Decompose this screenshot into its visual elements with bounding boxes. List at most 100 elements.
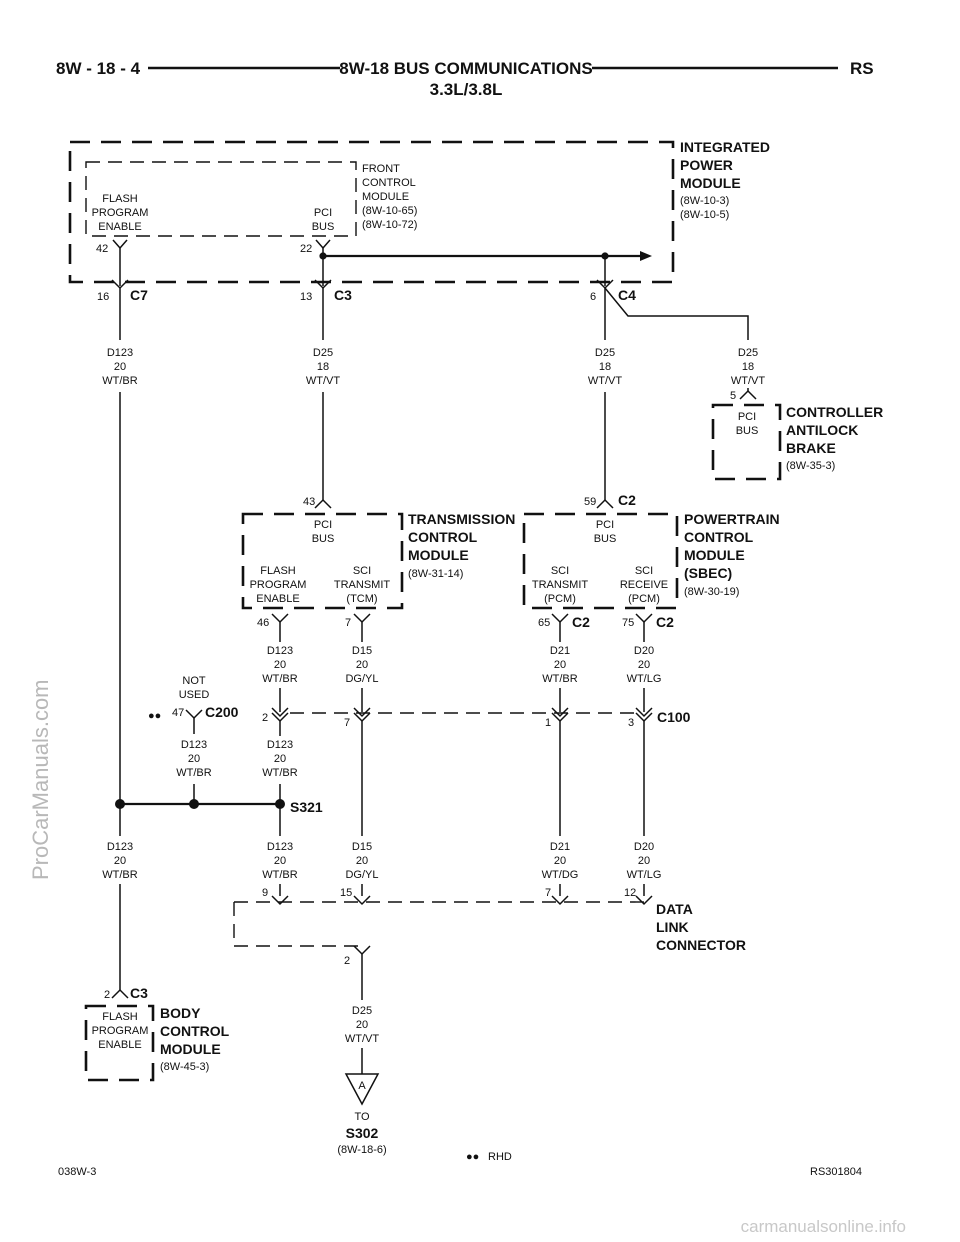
- dlc-pin-15: 15: [340, 887, 352, 899]
- pcm-outline: [522, 512, 679, 610]
- wire-label-gauge: 20: [356, 855, 368, 867]
- dlc-name-2: LINK: [656, 919, 689, 935]
- cab-name-3: BRAKE: [786, 440, 836, 456]
- pcm-name-3: MODULE: [684, 547, 745, 563]
- pcm-sci-t-3: (PCM): [544, 593, 576, 605]
- pcm-name-4: (SBEC): [684, 565, 732, 581]
- pcm-ref: (8W-30-19): [684, 586, 739, 598]
- dlc-pin-12: 12: [624, 887, 636, 899]
- cab-terminal: [739, 389, 757, 400]
- tcm-name-1: TRANSMISSION: [408, 511, 515, 527]
- fcm-name-1: FRONT: [362, 163, 400, 175]
- wire-label-color: WT/BR: [262, 673, 297, 685]
- cab-pin: 5: [730, 390, 736, 402]
- fcm-flash-3: ENABLE: [98, 221, 141, 233]
- ipm-splice-c3: [319, 252, 327, 260]
- c200-terminal: [185, 709, 203, 720]
- dlc-name-3: CONNECTOR: [656, 937, 746, 953]
- footer-figure-id: 038W-3: [58, 1166, 96, 1178]
- wire-label-gauge: 20: [554, 659, 566, 671]
- fcm-flash-2: PROGRAM: [92, 207, 149, 219]
- bcm-name-3: MODULE: [160, 1041, 221, 1057]
- wire-label-d123: D123: [267, 841, 293, 853]
- c100-pin-3: 3: [628, 717, 634, 729]
- wire-label-color: WT/BR: [176, 767, 211, 779]
- dlc-outline: [233, 902, 362, 947]
- tcm-sci-1: SCI: [353, 565, 371, 577]
- wire-label-color: WT/LG: [627, 869, 662, 881]
- c100-pin-1: 1: [545, 717, 551, 729]
- c3-connector-label: C3: [334, 287, 352, 303]
- fcm-pin-42-terminal: [112, 239, 128, 250]
- dlc-pin-12-terminal: [635, 895, 653, 906]
- wire-label-color: WT/DG: [542, 869, 579, 881]
- bottom-watermark: carmanualsonline.info: [741, 1217, 906, 1236]
- wire-label-color: WT/VT: [731, 375, 765, 387]
- wire-label-gauge: 18: [742, 361, 754, 373]
- wire-label-gauge: 20: [114, 361, 126, 373]
- pcm-c2-top: C2: [618, 492, 636, 508]
- pcm-sci-r-1: SCI: [635, 565, 653, 577]
- tcm-sci-2: TRANSMIT: [334, 579, 391, 591]
- fcm-ref-2: (8W-10-72): [362, 219, 417, 231]
- splice-dot: [189, 799, 199, 809]
- bcm-pin: 2: [104, 989, 110, 1001]
- tcm-pci-terminal: [314, 498, 332, 509]
- ipm-name-2: POWER: [680, 157, 733, 173]
- wire-label-color: WT/BR: [102, 869, 137, 881]
- pcm-pin-75-terminal: [635, 613, 653, 624]
- fcm-name-2: CONTROL: [362, 177, 416, 189]
- c200-connector-label: C200: [205, 704, 239, 720]
- wire-label-d25: D25: [738, 347, 758, 359]
- dlc-name-1: DATA: [656, 901, 693, 917]
- tcm-sci-3: (TCM): [346, 593, 377, 605]
- tcm-pci-2: BUS: [312, 533, 335, 545]
- wire-label-gauge: 18: [317, 361, 329, 373]
- fcm-pci-1: PCI: [314, 207, 332, 219]
- tcm-pin-46: 46: [257, 617, 269, 629]
- c200-pin-47: 47: [172, 707, 184, 719]
- cab-outline: [711, 403, 782, 481]
- bcm-name-1: BODY: [160, 1005, 201, 1021]
- bcm-ref: (8W-45-3): [160, 1061, 209, 1073]
- wire-label-d123: D123: [267, 645, 293, 657]
- c4-connector-label: C4: [618, 287, 636, 303]
- pcm-name-1: POWERTRAIN: [684, 511, 780, 527]
- tcm-pin-43: 43: [303, 496, 315, 508]
- offpage-ref: (8W-18-6): [337, 1144, 386, 1156]
- bcm-outline: [84, 1004, 155, 1082]
- tcm-name-3: MODULE: [408, 547, 469, 563]
- dlc-pin-2: 2: [344, 955, 350, 967]
- wire-label-d123: D123: [181, 739, 207, 751]
- offpage-marker: A: [358, 1080, 366, 1092]
- wire-label-gauge: 20: [554, 855, 566, 867]
- wire-label-gauge: 20: [638, 855, 650, 867]
- pcm-pci-terminal: [596, 498, 614, 509]
- tcm-pci-1: PCI: [314, 519, 332, 531]
- cab-pci-1: PCI: [738, 411, 756, 423]
- offpage-connector-icon: [344, 1073, 380, 1106]
- footer-reference: RS301804: [810, 1166, 862, 1178]
- wire-label-d123: D123: [107, 841, 133, 853]
- tcm-name-2: CONTROL: [408, 529, 478, 545]
- wire-label-gauge: 18: [599, 361, 611, 373]
- fcm-outline: [85, 161, 357, 237]
- bcm-c3-label: C3: [130, 985, 148, 1001]
- wire-label-color: WT/LG: [627, 673, 662, 685]
- pcm-sci-r-2: RECEIVE: [620, 579, 668, 591]
- c3-pin: 13: [300, 291, 312, 303]
- c100-pin-7: 7: [344, 717, 350, 729]
- wire-label-gauge: 20: [274, 753, 286, 765]
- tcm-flash-1: FLASH: [260, 565, 296, 577]
- legend-rhd-dots: ●●: [466, 1151, 479, 1163]
- wire-label-d21: D21: [550, 841, 570, 853]
- offpage-destination: S302: [346, 1125, 379, 1141]
- tcm-flash-2: PROGRAM: [250, 579, 307, 591]
- wire-label-color: WT/BR: [262, 767, 297, 779]
- wire-label-d20: D20: [634, 645, 654, 657]
- wire-label-d15: D15: [352, 841, 372, 853]
- bcm-flash-3: ENABLE: [98, 1039, 141, 1051]
- dlc-pin-2-terminal: [353, 945, 371, 956]
- wire-label-color: DG/YL: [345, 673, 378, 685]
- ipm-bus-arrow: [640, 251, 652, 261]
